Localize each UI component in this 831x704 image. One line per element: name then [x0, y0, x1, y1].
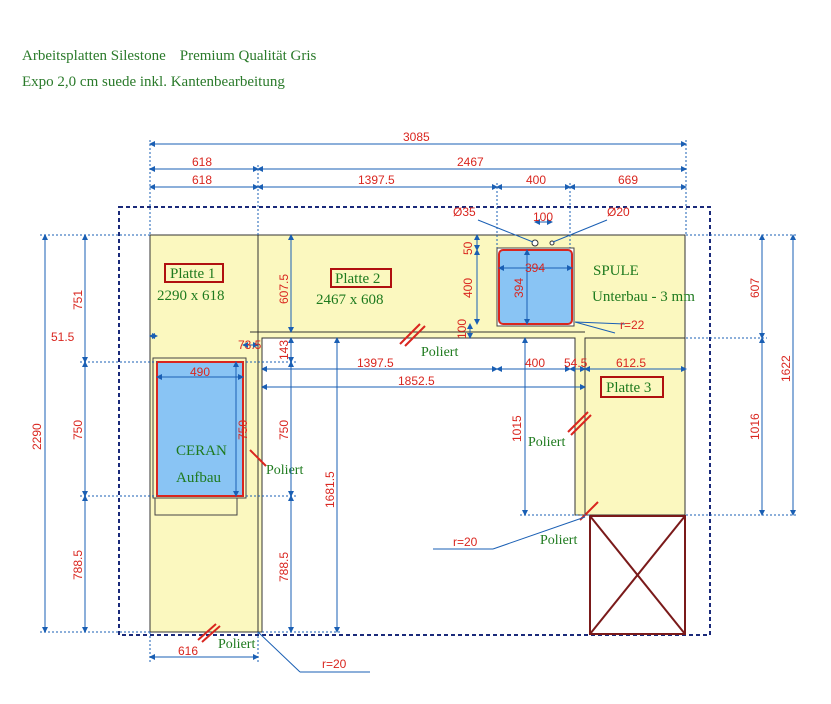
- tap-hole-35-label: Ø35: [453, 205, 476, 219]
- plate1-label-box: [164, 263, 224, 283]
- dim-sink-50: 50: [461, 241, 475, 255]
- dim-right-607: 607: [748, 278, 762, 298]
- appliance-box: [589, 515, 686, 635]
- dim-p2-607-5: 607.5: [277, 274, 291, 304]
- sink-label: SPULE: [593, 263, 639, 279]
- dim-top-400: 400: [526, 173, 546, 187]
- sink-mount-label: Unterbau - 3 mm: [592, 289, 695, 305]
- dimension-lines: [40, 140, 798, 662]
- dim-mid-1681-5: 1681.5: [323, 471, 337, 508]
- dim-mid-400: 400: [525, 356, 545, 370]
- dim-left-2290: 2290: [30, 423, 44, 450]
- dim-top-669: 669: [618, 173, 638, 187]
- hob-label: CERAN: [176, 443, 227, 459]
- header-quality: Premium Qualität Gris: [179, 48, 317, 64]
- dim-mid-788-5: 788.5: [277, 552, 291, 582]
- dim-right-1622: 1622: [779, 355, 793, 382]
- plate3-label-box: [600, 376, 664, 398]
- radius-inner: r=20: [453, 535, 478, 549]
- poliert-label-2: Poliert: [266, 463, 303, 478]
- polish-marks: [197, 323, 599, 643]
- dim-ceran-750: 750: [236, 420, 250, 440]
- poliert-label-1: Poliert: [421, 345, 458, 360]
- dim-sink-100v: 100: [455, 319, 469, 339]
- header-material: Arbeitsplatten Silestone: [22, 48, 166, 64]
- dim-left-750: 750: [71, 420, 85, 440]
- dim-mid-1397-5: 1397.5: [357, 356, 394, 370]
- dim-73-5: 73.5: [238, 338, 262, 352]
- dim-mid-54-5: 54.5: [564, 356, 588, 370]
- dim-top-618a: 618: [192, 155, 212, 169]
- dim-143: 143: [277, 340, 291, 360]
- poliert-label-4: Poliert: [540, 533, 577, 548]
- dim-left-751: 751: [71, 290, 85, 310]
- header-line-2: Expo 2,0 cm suede inkl. Kantenbearbeitun…: [22, 74, 285, 90]
- dim-tap-100: 100: [533, 210, 553, 224]
- dim-1015: 1015: [510, 415, 524, 442]
- poliert-label-5: Poliert: [218, 637, 255, 652]
- dim-mid-750: 750: [277, 420, 291, 440]
- room-outline: [118, 206, 711, 636]
- dim-sink-394w: 394: [525, 261, 545, 275]
- dim-top-618b: 618: [192, 173, 212, 187]
- dim-top-2467: 2467: [457, 155, 484, 169]
- dim-51-5: 51.5: [51, 330, 75, 344]
- radius-leaders: [257, 321, 626, 673]
- plate2-size: 2467 x 608: [316, 292, 384, 308]
- plate1-size: 2290 x 618: [157, 288, 225, 304]
- radius-bottom: r=20: [322, 657, 347, 671]
- hob-mount-label: Aufbau: [176, 470, 221, 486]
- dim-mid-1852-5: 1852.5: [398, 374, 435, 388]
- radius-sink: r=22: [620, 318, 645, 332]
- dim-mid-612-5: 612.5: [616, 356, 646, 370]
- dim-total-width: 3085: [403, 130, 430, 144]
- dim-sink-394h: 394: [512, 278, 526, 298]
- ceran-hob: [156, 361, 244, 497]
- dim-right-1016: 1016: [748, 413, 762, 440]
- poliert-label-3: Poliert: [528, 435, 565, 450]
- plate2-name: Platte 2: [335, 271, 380, 287]
- plate3-name: Platte 3: [606, 380, 651, 396]
- ceran-lower-frame: [154, 497, 238, 516]
- tap-hole-20-label: Ø20: [607, 205, 630, 219]
- header-line-1: Arbeitsplatten Silestone Premium Qualität…: [22, 48, 316, 65]
- dim-bottom-616: 616: [178, 644, 198, 658]
- dim-top-1397-5: 1397.5: [358, 173, 395, 187]
- dim-sink-400v: 400: [461, 278, 475, 298]
- dim-left-788-5: 788.5: [71, 550, 85, 580]
- plate1-name: Platte 1: [170, 266, 215, 282]
- plate2-label-box: [330, 268, 392, 288]
- tap-hole-35: [531, 239, 539, 247]
- dim-ceran-490: 490: [190, 365, 210, 379]
